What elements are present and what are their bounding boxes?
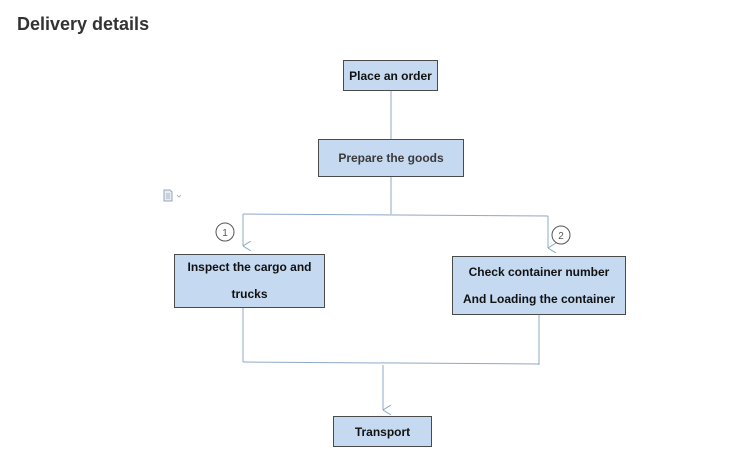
branch-marker-1: 1 (215, 222, 235, 242)
branch-marker-2-label: 2 (558, 231, 564, 242)
step-check-container: Check container number And Loading the c… (452, 256, 626, 315)
step-transport: Transport (333, 416, 432, 447)
step-place-order-label: Place an order (349, 68, 432, 83)
branch-marker-2: 2 (551, 225, 571, 245)
step-check-container-line-1: Check container number (468, 264, 610, 279)
document-icon[interactable] (163, 189, 183, 203)
step-check-container-line-2: And Loading the container (463, 291, 615, 306)
step-place-order: Place an order (343, 60, 438, 91)
step-inspect-cargo: Inspect the cargo and trucks (174, 254, 325, 308)
branch-marker-1-label: 1 (222, 228, 228, 239)
page-title: Delivery details (17, 14, 150, 34)
connector-split-horizontal (242, 213, 549, 217)
step-inspect-cargo-line-2: trucks (231, 287, 268, 301)
connector-merge-horizontal (242, 361, 540, 365)
step-prepare-goods: Prepare the goods (318, 139, 464, 177)
step-prepare-goods-label: Prepare the goods (338, 151, 444, 165)
step-inspect-cargo-line-1: Inspect the cargo and (187, 260, 312, 274)
step-transport-label: Transport (354, 424, 411, 439)
